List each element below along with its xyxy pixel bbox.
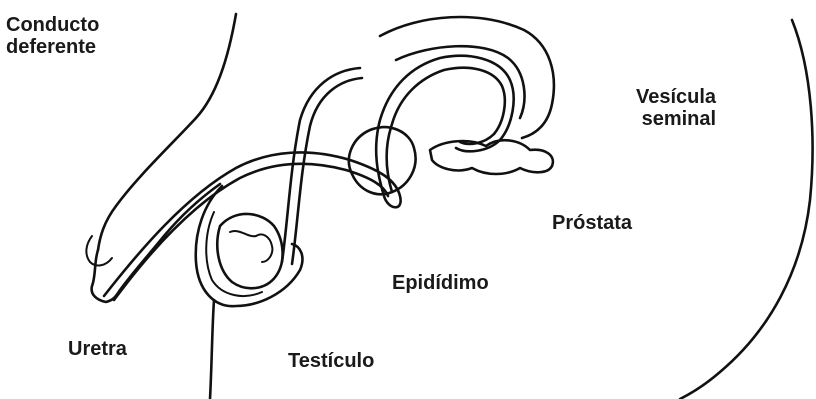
vas-deferens-outer xyxy=(104,56,514,296)
label-prostata: Próstata xyxy=(552,212,632,234)
label-epididimo: Epidídimo xyxy=(392,272,489,294)
label-vesicula-line2: seminal xyxy=(636,108,716,130)
vas-deferens-inner xyxy=(114,68,505,300)
body-outline-right xyxy=(680,20,813,399)
prostate-outline xyxy=(349,127,416,194)
label-vesicula-seminal: Vesícula seminal xyxy=(636,86,716,130)
epididymis-curl xyxy=(230,231,272,262)
label-conducto-line2: deferente xyxy=(6,36,99,58)
leg-outline xyxy=(210,300,214,399)
label-uretra: Uretra xyxy=(68,338,127,360)
label-vesicula-line1: Vesícula xyxy=(636,86,716,108)
label-testiculo: Testículo xyxy=(288,350,374,372)
label-conducto-line1: Conducto xyxy=(6,14,99,36)
abdomen-outline xyxy=(98,14,236,250)
label-conducto-deferente: Conducto deferente xyxy=(6,14,99,58)
